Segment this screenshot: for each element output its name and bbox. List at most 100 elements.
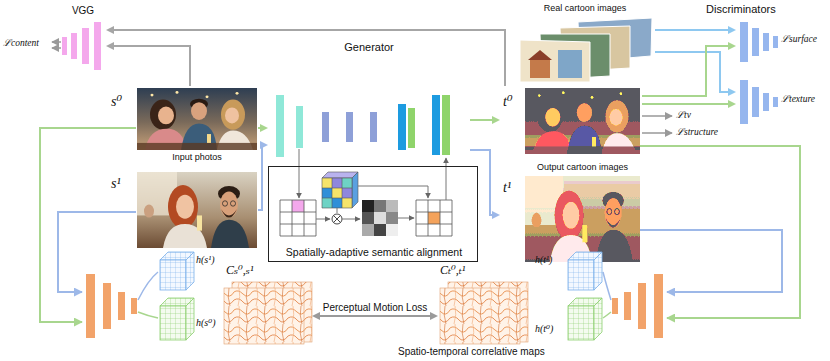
connector-line [655,52,730,92]
connector-arrow [642,42,736,96]
feature-map: h(s¹) [158,248,230,288]
photo [137,172,257,248]
vgg-network [94,22,101,70]
generator-network [408,108,415,148]
alignment-illustration [280,200,316,236]
arrow-head [492,211,500,219]
feature-cube [186,252,194,290]
alignment-illustration [362,212,374,224]
feature-cube [186,298,194,340]
arrow-head [260,141,268,149]
cartoon-image-stack [528,50,552,60]
cartoon-image-stack [530,60,550,78]
node-label: Real cartoon images [544,3,627,13]
group-title: Discriminators [706,3,776,16]
alignment-illustration [334,216,341,223]
discriminator-network [642,115,672,117]
alignment-illustration [342,198,352,208]
alignment-illustration [342,188,352,198]
flow-line [40,128,800,322]
alignment-illustration [280,200,316,236]
alignment-illustration [362,224,374,236]
connector-line [470,119,494,121]
alignment-illustration [386,212,398,224]
flow-line [58,212,136,292]
generator-network [398,104,406,150]
feature-network [638,283,646,329]
discriminator-network [773,97,778,107]
alignment-illustration [446,158,447,200]
alignment-illustration [342,178,352,188]
alignment-illustration [374,212,386,224]
feature-network [603,312,611,318]
node-caption: Input photos [172,152,222,162]
correlation-map: Cₛ⁰,ₛ¹ [222,264,312,346]
loss-label: ℒtv [676,110,691,121]
alignment-illustration [292,200,304,212]
connector-arrow [258,141,268,210]
arrow-head [260,124,268,132]
discriminator-network [740,80,748,124]
correlation-map [224,288,304,344]
arrow-head [312,312,320,320]
connector-line [258,145,262,210]
connector-line [642,46,730,96]
input-image: s⁰Input photos [108,86,258,166]
feature-cube [568,252,602,290]
discriminator-network [773,36,778,48]
vgg-network [62,37,67,55]
alignment-illustration [322,178,352,208]
alignment-illustration [398,218,414,219]
feature-network [624,292,631,320]
feature-network [612,298,618,314]
alignment-illustration [416,200,452,236]
cartoon-image-stack [520,40,590,82]
edge-label: Perceptual Motion Loss [321,302,430,314]
connector-arrow [312,312,438,320]
node-label: t⁰ [503,94,513,110]
vgg-network [71,33,77,59]
cartoon-image-stack [520,18,652,82]
alignment-illustration [322,178,332,188]
node-label: h(s¹) [196,254,215,266]
arrow-head [492,116,500,124]
photo [525,88,640,154]
correlation-map [440,288,520,344]
flow-line [640,146,800,318]
connector-arrow [106,42,190,86]
discriminator-network [642,132,672,134]
alignment-illustration [428,212,440,224]
loss-label: ℒstructure [676,127,718,138]
alignment-illustration [322,188,332,198]
network-block: VGG [60,4,106,72]
connector-arrow [642,100,736,108]
alignment-illustration [352,172,358,208]
discriminator-network [752,87,759,117]
discriminator: ℒsurface [736,18,826,64]
feature-network [138,312,158,318]
arrow-head [430,312,438,320]
alignment-illustration [332,198,342,208]
arrow-head [728,88,736,96]
photo [137,88,257,150]
correlation-map: Cₜ⁰,ₜ¹ [438,264,530,346]
alignment-illustration [332,188,342,198]
loss-label: ℒcontent [3,38,39,49]
vgg-network [52,41,61,43]
discriminator-network [642,22,778,133]
feature-network [86,274,95,338]
connector-arrow [258,124,268,132]
feature-cube [594,252,602,290]
alignment-illustration [332,214,342,224]
caption-label: Spatio-temporal correlative maps [398,346,545,358]
photo [137,88,640,262]
node-label: h(s⁰) [196,317,216,329]
alignment-illustration [280,149,452,236]
generator-network [276,95,450,157]
output-image: t⁰ [500,86,642,156]
generator-network [322,112,329,142]
alignment-illustration [386,200,398,212]
vgg-network [52,47,61,49]
input-image: s¹ [108,170,258,250]
